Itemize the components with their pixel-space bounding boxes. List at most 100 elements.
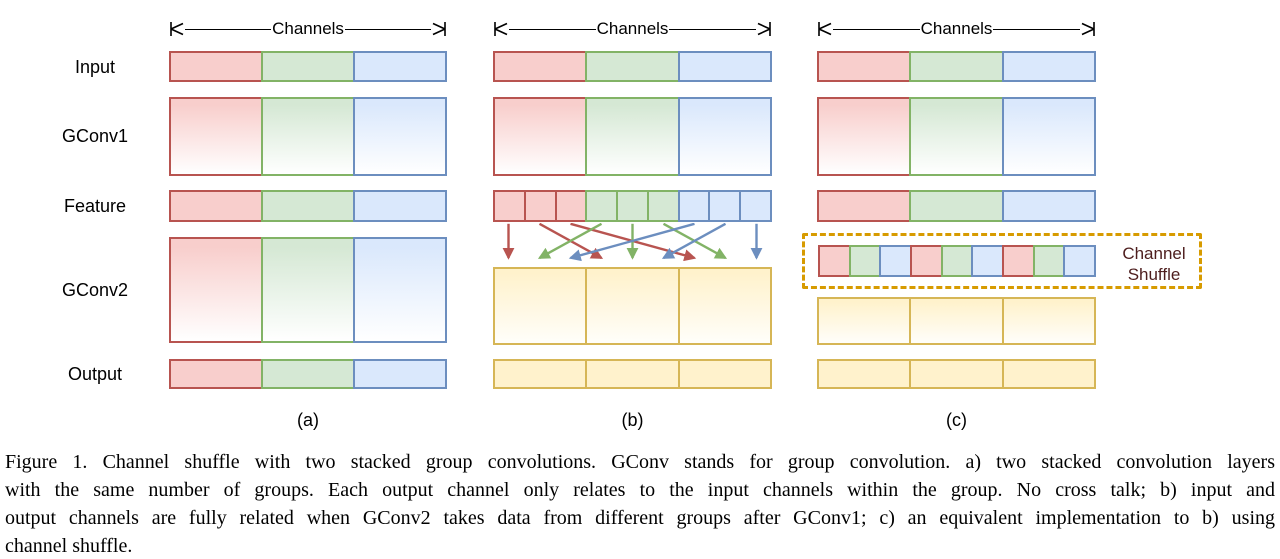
red-group-segment [169, 237, 263, 343]
channel-shuffle-label-line2: Shuffle [1127, 265, 1181, 284]
arrow-line [993, 28, 1081, 30]
arrow-right-icon [1081, 22, 1095, 36]
arrow-right-icon [757, 22, 771, 36]
green-channel-cell [940, 245, 974, 277]
green-channel-cell [848, 245, 882, 277]
green-group-segment [261, 51, 355, 82]
yellow-group-segment [1001, 297, 1096, 345]
channel-shuffle-label-line1: Channel [1122, 244, 1186, 263]
channels-arrow-b: Channels [493, 19, 772, 38]
input-row-c [817, 51, 1096, 82]
input-row-b [493, 51, 772, 82]
red-channel-cell [554, 190, 588, 222]
green-group-segment [261, 190, 355, 222]
blue-group-segment [353, 97, 447, 176]
red-group-segment [169, 190, 263, 222]
blue-channel-cell [1063, 245, 1097, 277]
yellow-group-segment [677, 359, 772, 389]
green-shuffle-arrow [537, 223, 603, 260]
gconv1-block-b [493, 97, 772, 176]
output-row-b [493, 359, 772, 389]
green-group-segment [909, 190, 1004, 222]
blue-group-segment [677, 51, 772, 82]
gconv2-block-c [817, 297, 1096, 345]
yellow-group-segment [1001, 359, 1096, 389]
green-channel-cell [616, 190, 649, 222]
blue-channel-cell [708, 190, 742, 222]
channel-shuffle-box [802, 233, 1202, 289]
gconv2-block-b [493, 267, 772, 345]
red-group-segment [169, 359, 263, 389]
red-group-segment [493, 97, 588, 176]
panel-caption-a: (a) [297, 410, 319, 430]
arrow-right-icon [432, 22, 446, 36]
blue-group-segment [1001, 51, 1096, 82]
yellow-group-segment [909, 359, 1004, 389]
green-group-segment [909, 97, 1004, 176]
arrow-line [833, 28, 920, 30]
red-group-segment [817, 51, 912, 82]
blue-channel-cell [739, 190, 773, 222]
blue-channel-cell [879, 245, 913, 277]
yellow-group-segment [585, 267, 680, 345]
channels-label: Channels [920, 19, 993, 38]
feature-row-a [169, 190, 447, 222]
row-label-input: Input [74, 57, 116, 77]
red-group-segment [493, 51, 588, 82]
blue-channel-cell [677, 190, 711, 222]
red-group-segment [169, 97, 263, 176]
blue-group-segment [1001, 190, 1096, 222]
arrow-line [509, 28, 596, 30]
blue-group-segment [353, 51, 447, 82]
green-channel-cell [1032, 245, 1066, 277]
blue-shuffle-arrow [661, 223, 727, 260]
row-label-feature: Feature [63, 196, 127, 216]
green-group-segment [261, 359, 355, 389]
yellow-group-segment [909, 297, 1004, 345]
feature-row-c [817, 190, 1096, 222]
red-channel-cell [493, 190, 526, 222]
output-row-a [169, 359, 447, 389]
green-channel-cell [585, 190, 619, 222]
blue-group-segment [1001, 97, 1096, 176]
red-channel-cell [523, 190, 557, 222]
blue-channel-cell [971, 245, 1005, 277]
channels-label: Channels [272, 19, 344, 38]
yellow-group-segment [585, 359, 680, 389]
channels-label: Channels [596, 19, 669, 38]
cross-group-arrows [502, 223, 763, 262]
arrow-left-icon [818, 22, 832, 36]
caption-line: output channels are fully related when G… [5, 507, 1275, 529]
row-label-gconv1: GConv1 [61, 126, 129, 146]
arrow-line [669, 28, 757, 30]
gconv2-block-a [169, 237, 447, 343]
red-channel-cell [910, 245, 943, 277]
shuffled-feature-row [818, 245, 1097, 277]
arrow-left-icon [494, 22, 508, 36]
green-group-segment [261, 237, 355, 343]
blue-group-segment [677, 97, 772, 176]
yellow-group-segment [493, 359, 588, 389]
caption-line: channel shuffle. [5, 535, 133, 557]
arrow-line [185, 28, 272, 30]
blue-group-segment [353, 237, 447, 343]
yellow-group-segment [493, 267, 588, 345]
channels-arrow-c: Channels [817, 19, 1096, 38]
caption-line: Figure 1. Channel shuffle with two stack… [5, 451, 1275, 473]
gconv1-block-a [169, 97, 447, 176]
row-label-gconv2: GConv2 [61, 280, 129, 300]
row-label-output: Output [67, 364, 123, 384]
red-group-segment [169, 51, 263, 82]
output-row-c [817, 359, 1096, 389]
blue-group-segment [353, 190, 447, 222]
channels-arrow-a: Channels [169, 19, 447, 38]
red-channel-cell [1002, 245, 1035, 277]
arrow-line [344, 28, 432, 30]
input-row-a [169, 51, 447, 82]
yellow-group-segment [817, 297, 912, 345]
green-group-segment [261, 97, 355, 176]
figure-caption: Figure 1. Channel shuffle with two stack… [5, 448, 1275, 559]
panel-caption-c: (c) [946, 410, 967, 430]
green-group-segment [585, 97, 680, 176]
